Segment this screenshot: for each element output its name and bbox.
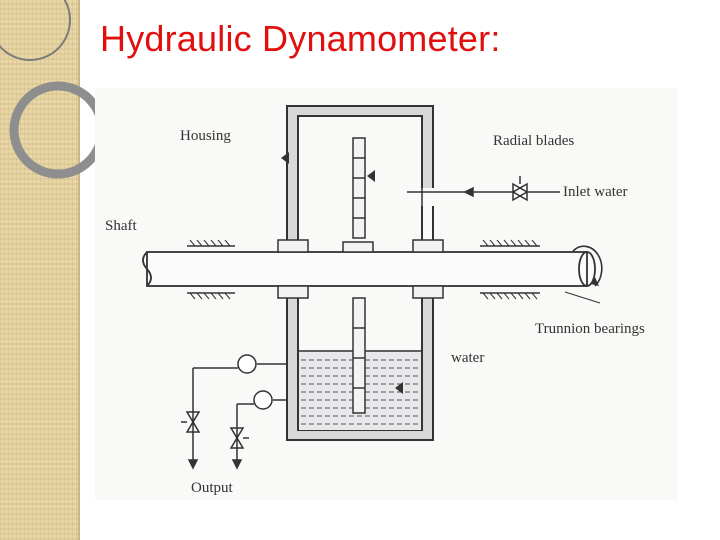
label-water: water bbox=[451, 350, 484, 366]
label-housing: Housing bbox=[180, 128, 231, 144]
shaft-seals bbox=[277, 239, 444, 299]
label-radial-blades: Radial blades bbox=[493, 133, 574, 149]
label-shaft: Shaft bbox=[105, 218, 137, 234]
sidebar-divider bbox=[78, 0, 80, 540]
decorative-circle-ring bbox=[9, 81, 107, 179]
radial-blades bbox=[352, 137, 366, 414]
slide-title: Hydraulic Dynamometer: bbox=[100, 18, 501, 59]
label-output: Output bbox=[191, 480, 234, 496]
trunnion-bearings bbox=[187, 239, 540, 300]
shaft bbox=[142, 245, 603, 287]
housing-wall-fill bbox=[288, 107, 432, 439]
label-inlet-water: Inlet water bbox=[563, 184, 628, 200]
decorative-circle-outline bbox=[0, 0, 71, 61]
flow-arrows bbox=[281, 152, 403, 394]
dynamometer-diagram: Housing Radial blades Inlet water Shaft … bbox=[95, 88, 678, 500]
trunnion-leader bbox=[564, 291, 601, 304]
inlet-pipe bbox=[407, 176, 560, 206]
outlet-pipes bbox=[181, 354, 287, 470]
label-trunnion-bearings: Trunnion bearings bbox=[535, 321, 645, 337]
